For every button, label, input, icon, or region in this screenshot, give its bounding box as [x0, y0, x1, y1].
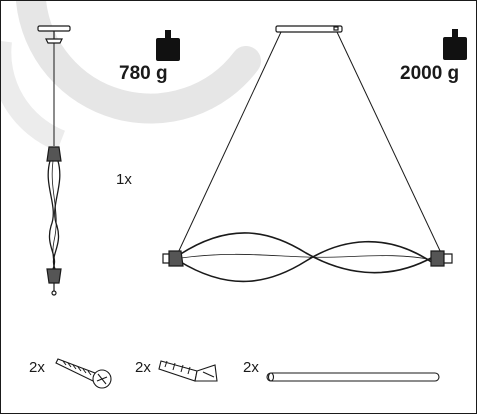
weight-label-lamp: 2000 g: [400, 63, 460, 84]
watermark-logo: [1, 1, 261, 152]
pendant-lamp: [162, 25, 453, 283]
weight-icon: [156, 30, 180, 61]
lamp-side-view: [37, 25, 71, 296]
quantity-label-rod: 2x: [243, 359, 259, 376]
quantity-label-lamp: 1x: [116, 171, 132, 188]
rod-part: [266, 372, 440, 382]
quantity-label-dowel: 2x: [135, 359, 151, 376]
dowel-part: [158, 360, 218, 382]
quantity-label-screw: 2x: [29, 359, 45, 376]
screw-part: [55, 358, 112, 389]
weight-icon: [443, 29, 467, 60]
weight-label-side: 780 g: [119, 63, 168, 84]
